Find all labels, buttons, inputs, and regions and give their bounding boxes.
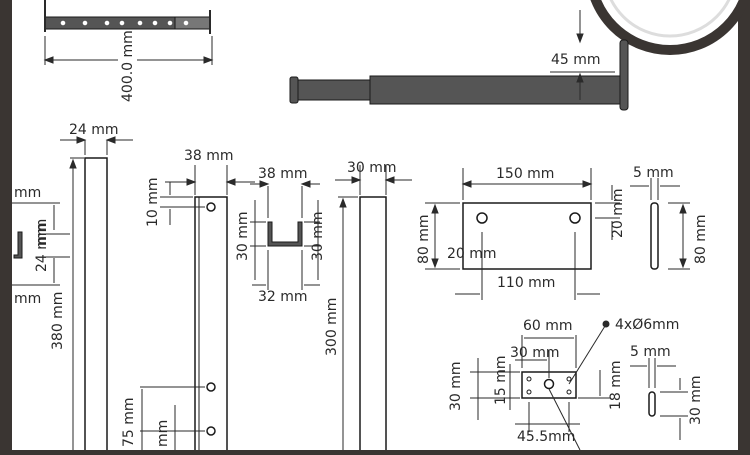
mounting-plate: [425, 168, 620, 300]
dim-5-top: 5 mm: [633, 165, 674, 181]
dim-mm-left-b: mm: [34, 219, 50, 246]
thin-strip: [630, 178, 690, 270]
dim-30-plate: 30 mm: [510, 345, 560, 361]
left-partial-part: [12, 202, 70, 286]
dim-5-bottom: 5 mm: [630, 344, 671, 360]
dim-mm-left-a: mm: [14, 185, 41, 201]
dim-80: 80 mm: [416, 214, 432, 264]
dim-32: 32 mm: [258, 289, 308, 305]
dim-30-top: 30 mm: [347, 160, 397, 176]
dim-24: 24 mm: [69, 122, 119, 138]
small-strip: [630, 358, 688, 440]
u-channel: [250, 180, 320, 290]
holes-callout: 4xØ6mm: [615, 317, 679, 333]
dim-20-right: 20 mm: [610, 188, 626, 238]
logo-inner-ring: [609, 0, 731, 38]
dim-10: 10 mm: [145, 177, 161, 227]
dim-30-bottom: 30 mm: [688, 375, 704, 425]
dim-30-left: 30 mm: [448, 361, 464, 411]
dim-38-channel: 38 mm: [258, 166, 308, 182]
dim-380: 380 mm: [50, 292, 66, 350]
dim-150: 150 mm: [496, 166, 554, 182]
dim-24-vertical: 24 mm: [34, 222, 50, 272]
dim-mm-bottom: mm: [155, 420, 171, 447]
dim-80-right: 80 mm: [693, 214, 709, 264]
dim-30-channel-right: 30 mm: [310, 211, 326, 261]
post-300: [335, 165, 412, 454]
dim-300: 300 mm: [324, 298, 340, 356]
dim-110: 110 mm: [497, 275, 555, 291]
logo-circle: [590, 0, 750, 55]
telescopic-arm: [289, 10, 629, 111]
dim-400: 400.0 mm: [120, 30, 136, 102]
small-bracket-plate: [470, 320, 610, 451]
dim-45: 45 mm: [551, 52, 601, 68]
dim-45-5: 45.5mm: [517, 429, 575, 445]
perforated-post: [140, 165, 255, 454]
dim-60: 60 mm: [523, 318, 573, 334]
dim-30-channel-left: 30 mm: [235, 211, 251, 261]
slotted-bar-top: [43, 0, 214, 65]
dim-18: 18 mm: [608, 360, 624, 410]
dim-75: 75 mm: [121, 397, 137, 447]
dim-15: 15 mm: [493, 355, 509, 405]
dim-38-top: 38 mm: [184, 148, 234, 164]
dim-20-left: 20 mm: [447, 246, 497, 262]
upright-380: [60, 136, 133, 454]
dim-mm-left-c: mm: [14, 291, 41, 307]
